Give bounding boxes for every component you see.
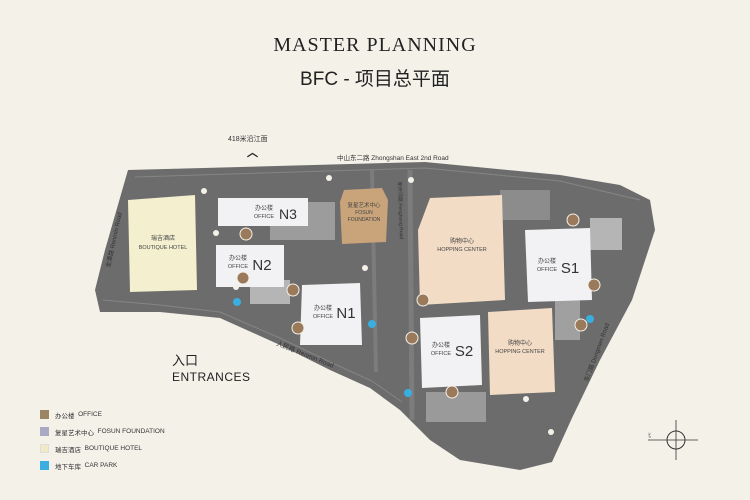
legend-label-en: FOSUN FOUNDATION [97,428,165,435]
entrance-marker-icon [236,213,601,399]
legend-item-office: 办公楼 OFFICE [40,406,165,423]
s2-label-en: OFFICE [431,351,451,357]
legend-label-en: CAR PARK [84,462,118,469]
riverside-label: 418米沿江面 [228,136,268,143]
s1-label-cn: 办公楼 [538,257,556,265]
entrances-label-cn: 入口 [172,353,199,368]
n2-building [216,245,284,287]
annex-block [555,300,580,340]
car-park-icon [233,298,594,397]
n1-building [300,283,362,345]
entrances-label-en: ENTRANCES [172,370,251,384]
road-label-north: 中山东二路 Zhongshan East 2nd Road [337,153,449,162]
legend-label-en: OFFICE [78,411,102,418]
legend-label-cn: 办公楼 [55,412,75,420]
shopping-center-north [418,195,505,305]
s2-label-cn: 办公楼 [432,341,450,349]
n2-label-cn: 办公楼 [229,254,247,262]
legend-item-fosun: 复星艺术中心 FOSUN FOUNDATION [40,423,165,440]
legend-swatch [40,427,49,436]
hotel-label-cn: 瑞吉酒店 [151,234,175,242]
n1-label-en: OFFICE [313,314,333,320]
legend-item-car-park: 地下车库 CAR PARK [40,457,165,474]
shopping-north-label-en: HOPPING CENTER [437,247,487,253]
legend-swatch [40,444,49,453]
fosun-building [340,188,388,244]
n1-label-cn: 办公楼 [314,304,332,312]
legend-swatch [40,461,49,470]
s1-label-en: OFFICE [537,267,557,273]
n3-label-cn: 办公楼 [255,204,273,212]
north-arrow-icon: ︿ [247,147,258,159]
n3-code: N3 [279,206,297,222]
shopping-south-label-cn: 购物中心 [508,339,532,347]
shopping-center-south [488,308,555,395]
hotel-building [128,195,197,292]
legend-label-en: BOUTIQUE HOTEL [84,445,143,452]
legend-item-hotel: 瑞吉酒店 BOUTIQUE HOTEL [40,440,165,457]
fosun-label-en1: FOSUN [355,210,373,216]
legend-label-cn: 复星艺术中心 [55,429,94,437]
legend-label-cn: 瑞吉酒店 [55,446,81,454]
page-title: MASTER PLANNING [273,34,477,56]
n3-label-en: OFFICE [254,214,274,220]
compass-label: 北 [648,432,651,439]
info-dot-icon [201,175,554,435]
fosun-label-cn: 复星艺术中心 [347,201,381,209]
s2-building [420,315,482,388]
fosun-label-en2: FOUNDATION [348,217,381,223]
s1-code: S1 [561,260,579,277]
legend-label-cn: 地下车库 [55,463,81,471]
road-label-inner: 新开河路 Fenghong Road [396,182,405,240]
shopping-north-label-cn: 购物中心 [450,237,474,245]
map-legend: 办公楼 OFFICE 复星艺术中心 FOSUN FOUNDATION 瑞吉酒店 … [40,406,165,474]
s1-building [525,228,592,302]
page-subtitle: BFC - 项目总平面 [300,69,450,90]
annex-block [500,190,550,220]
shopping-south-label-en: HOPPING CENTER [495,349,545,355]
n2-code: N2 [252,257,271,274]
legend-swatch [40,410,49,419]
annex-block [590,218,622,250]
n1-code: N1 [336,305,355,322]
hotel-label-en: BOUTIQUE HOTEL [139,245,188,251]
n3-building [218,198,308,226]
compass-icon: 北 [648,420,698,460]
s2-code: S2 [455,343,473,360]
n2-label-en: OFFICE [228,264,248,270]
